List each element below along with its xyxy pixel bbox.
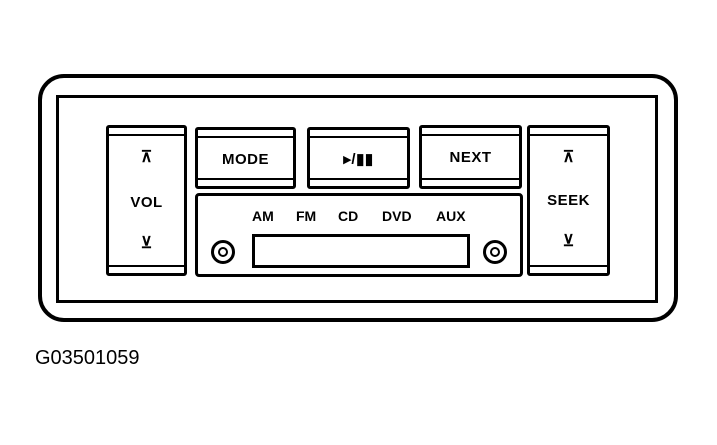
source-fm: FM [296, 208, 317, 224]
volume-rocker[interactable]: ⊼ VOL ⊻ [106, 125, 187, 276]
volume-up-icon[interactable]: ⊼ [140, 149, 153, 166]
mode-button[interactable]: MODE [195, 127, 296, 189]
left-headphone-jack[interactable] [211, 240, 235, 264]
seek-up-icon[interactable]: ⊼ [562, 149, 575, 166]
right-headphone-jack[interactable] [483, 240, 507, 264]
display-window [252, 234, 470, 268]
seek-rocker[interactable]: ⊼ SEEK ⊻ [527, 125, 610, 276]
seek-label: SEEK [547, 192, 590, 209]
play-pause-icon: ▸/▮▮ [343, 151, 374, 168]
seek-down-icon[interactable]: ⊻ [562, 233, 575, 250]
figure-id: G03501059 [35, 347, 140, 369]
source-dvd: DVD [382, 208, 412, 224]
next-label: NEXT [449, 149, 492, 166]
source-am: AM [252, 208, 274, 224]
source-aux: AUX [436, 208, 466, 224]
source-display-panel: AM FM CD DVD AUX [195, 193, 523, 277]
next-button[interactable]: NEXT [419, 125, 522, 189]
play-pause-button[interactable]: ▸/▮▮ [307, 127, 410, 189]
source-cd: CD [338, 208, 359, 224]
volume-label: VOL [130, 194, 163, 211]
volume-down-icon[interactable]: ⊻ [140, 235, 153, 252]
mode-label: MODE [222, 151, 269, 168]
